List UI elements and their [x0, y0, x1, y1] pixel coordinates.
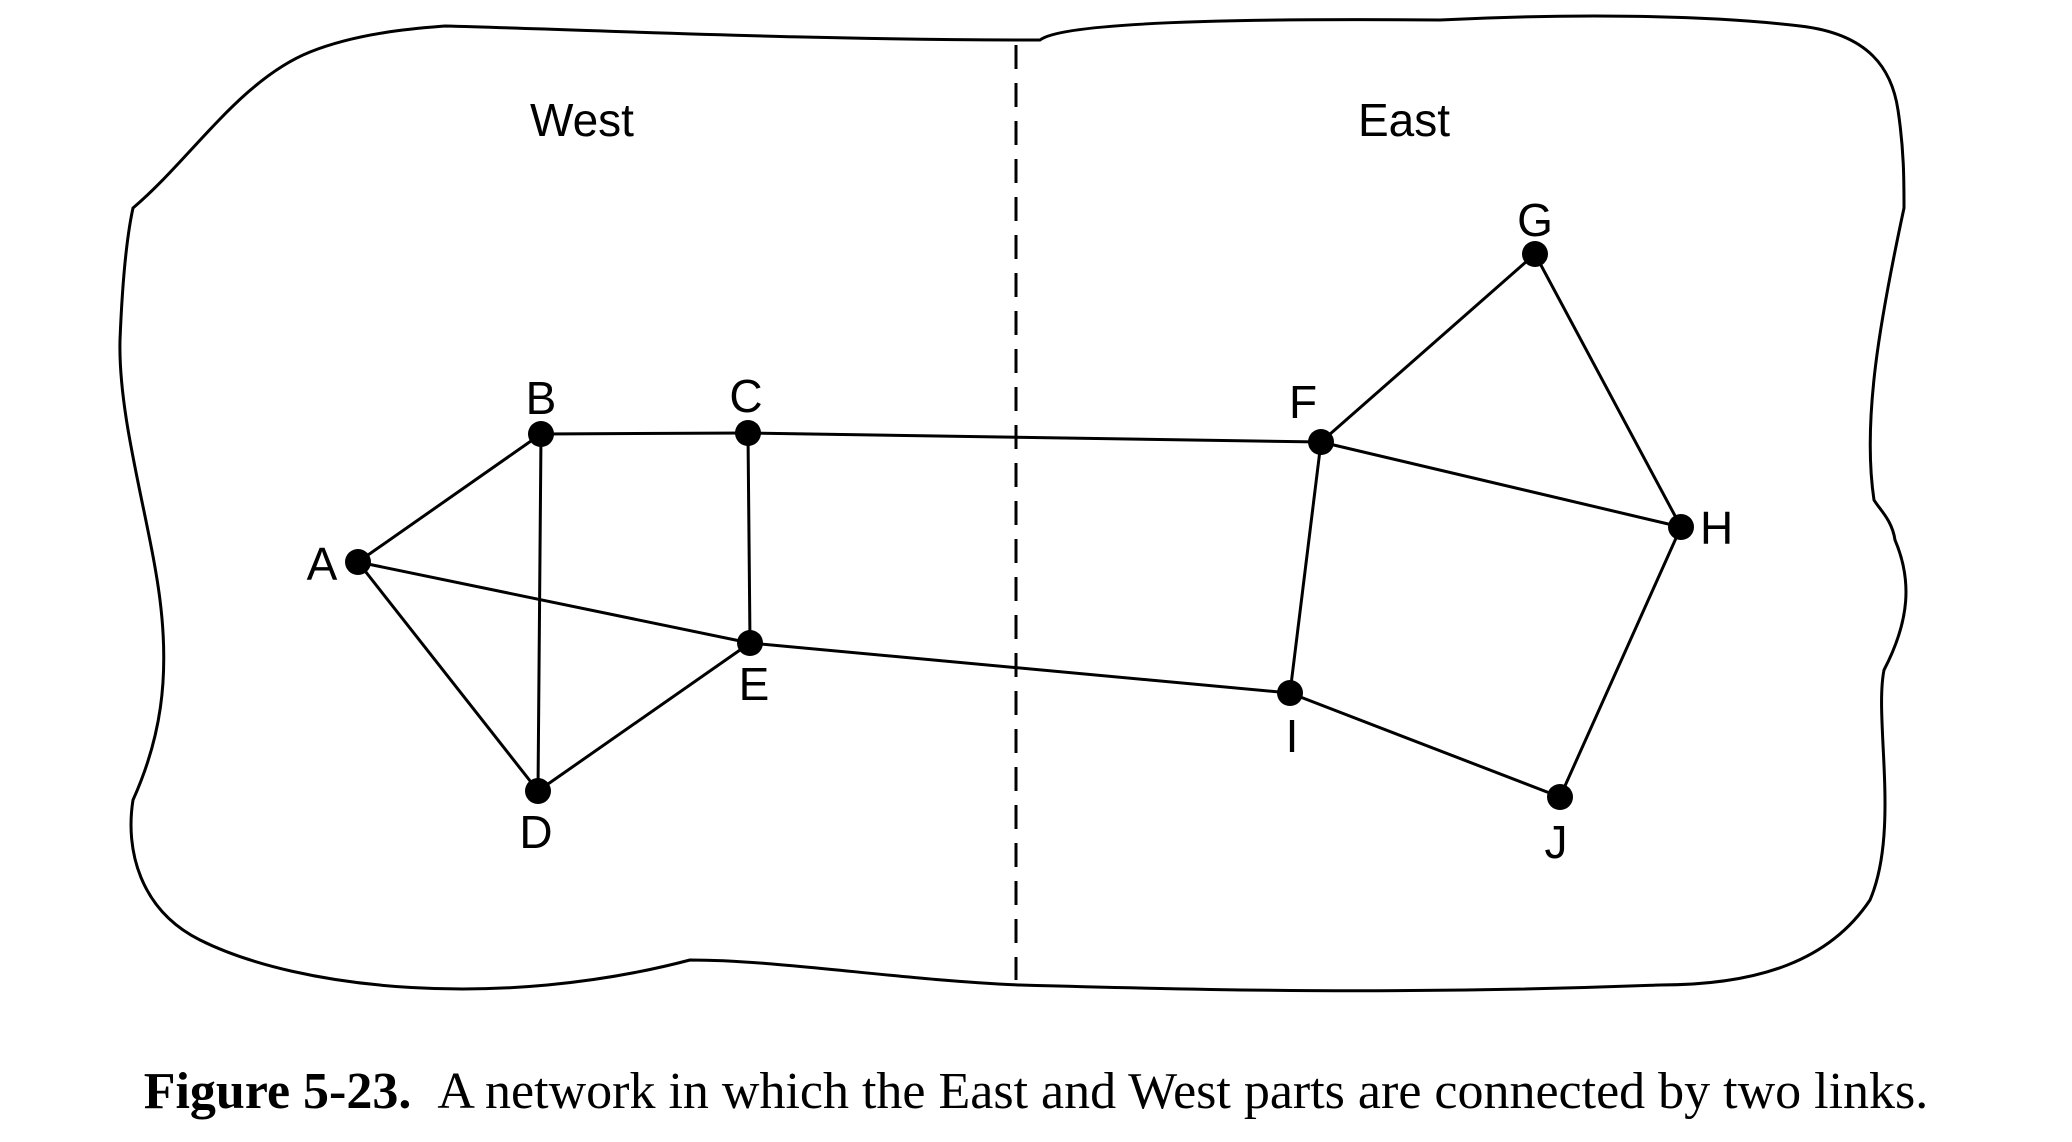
edge-A-E — [357, 560, 751, 645]
node-labels: A B C D E F G H I J — [307, 194, 1734, 868]
node-label-I: I — [1286, 710, 1299, 762]
edge-G-H — [1533, 253, 1683, 528]
edge-F-I — [1288, 441, 1323, 694]
node-I — [1277, 680, 1303, 706]
node-label-H: H — [1700, 502, 1733, 554]
region-label-east: East — [1358, 94, 1450, 146]
node-G — [1522, 241, 1548, 267]
edge-E-I — [749, 641, 1291, 695]
region-label-west: West — [530, 94, 634, 146]
node-label-F: F — [1289, 376, 1317, 428]
nodes — [345, 241, 1694, 810]
node-label-D: D — [519, 806, 552, 858]
edge-C-E — [746, 432, 752, 644]
node-label-G: G — [1517, 194, 1553, 246]
edge-A-D — [356, 561, 540, 792]
edges — [356, 252, 1683, 799]
caption-number: Figure 5-23. — [143, 1063, 412, 1120]
network-boundary — [118, 14, 1908, 993]
edge-B-C — [540, 431, 749, 436]
node-label-B: B — [526, 372, 557, 424]
edge-D-E — [537, 641, 751, 793]
node-H — [1668, 514, 1694, 540]
node-A — [345, 549, 371, 575]
node-label-E: E — [739, 658, 770, 710]
edge-H-J — [1558, 526, 1683, 798]
node-J — [1547, 784, 1573, 810]
edge-A-B — [357, 432, 542, 564]
node-B — [528, 421, 554, 447]
edge-C-F — [747, 431, 1322, 444]
node-C — [735, 420, 761, 446]
node-F — [1308, 429, 1334, 455]
edge-B-D — [536, 433, 543, 792]
node-E — [737, 630, 763, 656]
caption-text: A network in which the East and West par… — [437, 1063, 1929, 1120]
node-label-A: A — [307, 538, 338, 590]
edge-I-J — [1289, 691, 1561, 799]
edge-F-H — [1320, 440, 1682, 529]
node-label-J: J — [1545, 816, 1568, 868]
edge-F-G — [1320, 252, 1536, 444]
node-D — [525, 778, 551, 804]
figure-caption: Figure 5-23. A network in which the East… — [0, 1062, 2072, 1121]
node-label-C: C — [729, 370, 762, 422]
